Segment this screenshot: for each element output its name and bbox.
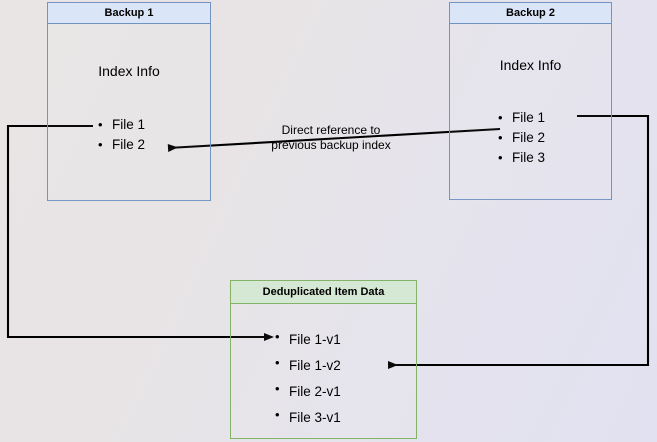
dedup-body: File 1-v1 File 1-v2 File 2-v1 File 3-v1 — [231, 304, 416, 438]
backup1-header-label: Backup 1 — [104, 6, 154, 19]
direct-reference-annotation: Direct reference to previous backup inde… — [245, 123, 417, 153]
list-item[interactable]: File 3-v1 — [275, 405, 341, 431]
list-item[interactable]: File 1-v2 — [275, 353, 341, 379]
backup1-box[interactable]: Backup 1 Index Info File 1 File 2 — [47, 2, 211, 201]
backup2-box[interactable]: Backup 2 Index Info File 1 File 2 File 3 — [449, 2, 612, 201]
list-item[interactable]: File 1-v1 — [275, 327, 341, 353]
list-item[interactable]: File 2 — [498, 128, 545, 148]
list-item[interactable]: File 3 — [498, 148, 545, 168]
list-item[interactable]: File 1 — [98, 115, 145, 135]
backup1-index-title: Index Info — [98, 63, 160, 79]
dedup-file-list: File 1-v1 File 1-v2 File 2-v1 File 3-v1 — [275, 327, 341, 431]
backup1-body: Index Info File 1 File 2 — [48, 24, 210, 201]
dedup-header-label: Deduplicated Item Data — [262, 285, 385, 298]
deduplicated-item-data-box[interactable]: Deduplicated Item Data File 1-v1 File 1-… — [230, 280, 417, 439]
backup2-header: Backup 2 — [450, 3, 611, 24]
list-item[interactable]: File 2-v1 — [275, 379, 341, 405]
list-item[interactable]: File 1 — [498, 108, 545, 128]
list-item[interactable]: File 2 — [98, 135, 145, 155]
backup2-file-list: File 1 File 2 File 3 — [498, 108, 545, 168]
dedup-header: Deduplicated Item Data — [231, 281, 416, 304]
annotation-line-2: previous backup index — [271, 138, 391, 152]
backup1-file-list: File 1 File 2 — [98, 115, 145, 155]
annotation-line-1: Direct reference to — [281, 123, 381, 137]
backup1-header: Backup 1 — [48, 3, 210, 24]
backup2-index-title: Index Info — [499, 57, 562, 73]
backup2-body: Index Info File 1 File 2 File 3 — [450, 24, 611, 201]
backup2-header-label: Backup 2 — [506, 6, 555, 19]
